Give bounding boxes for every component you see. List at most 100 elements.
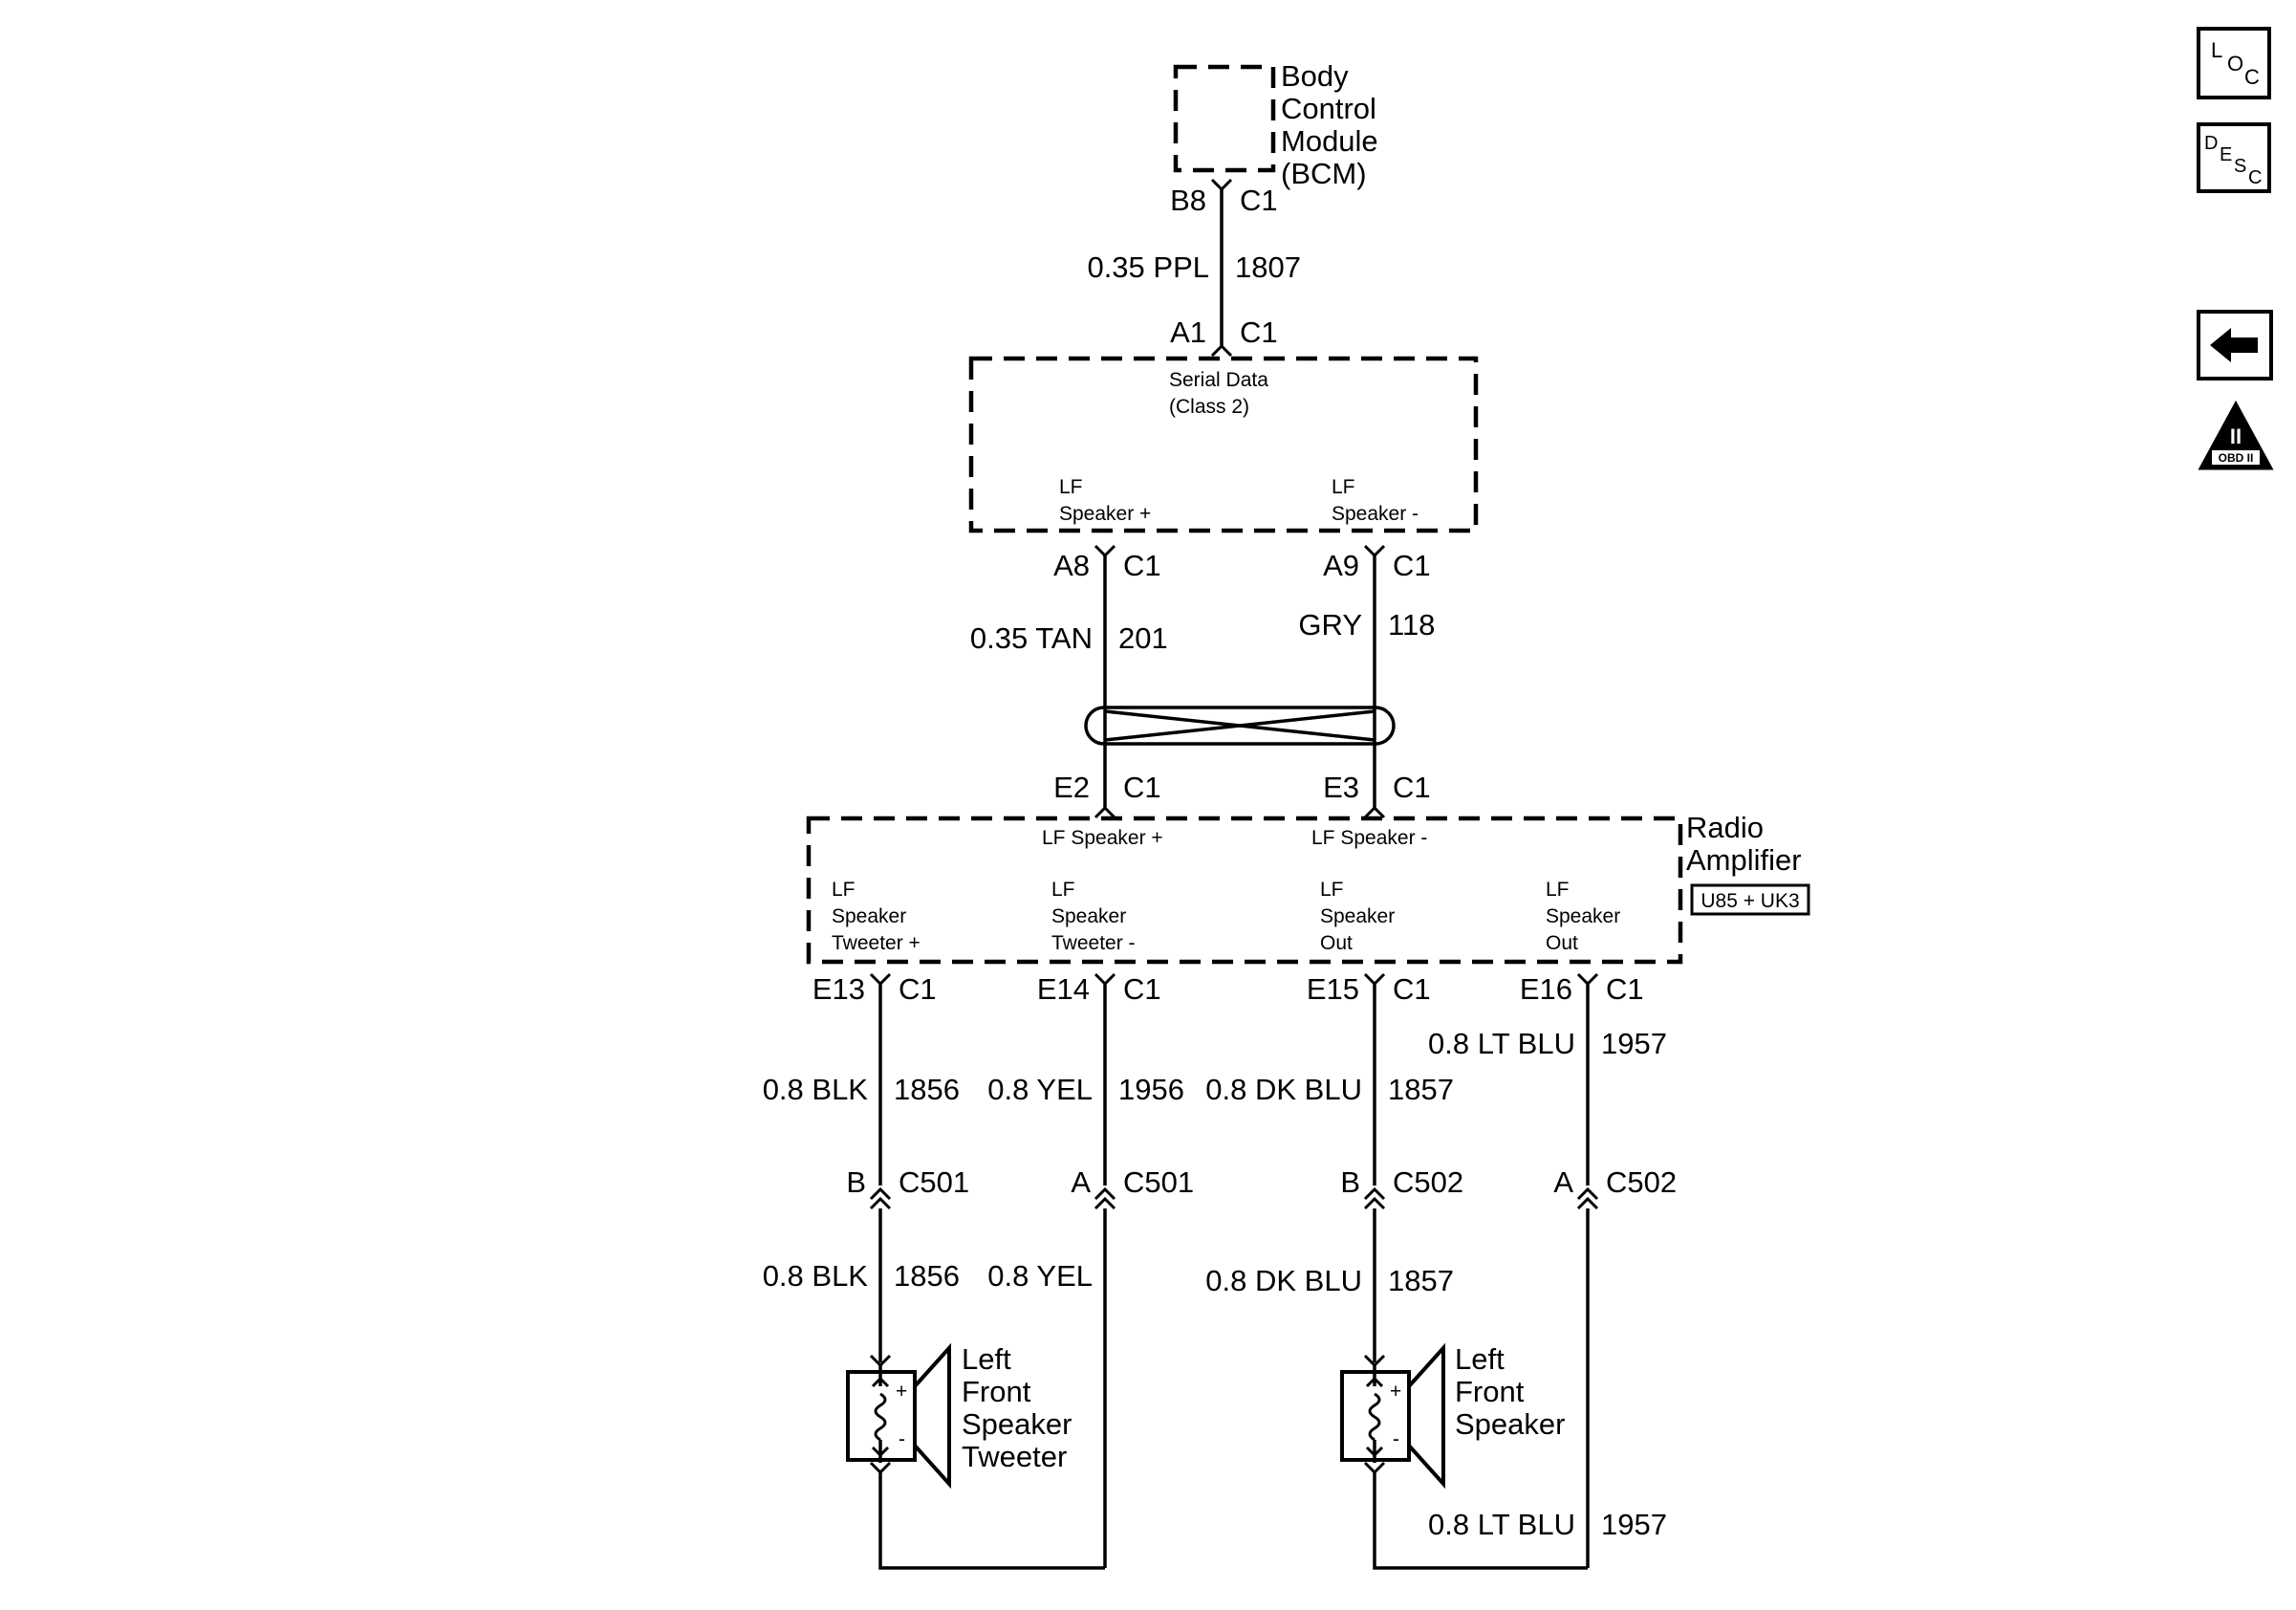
radio-outline bbox=[968, 356, 1479, 533]
bcm-outline bbox=[1173, 64, 1276, 173]
wire-1957-circuit: 1957 bbox=[1601, 1027, 1667, 1060]
tweeter-minus-arrow bbox=[871, 1446, 890, 1458]
amp-out-2-connector-symbol bbox=[1094, 972, 1116, 987]
obd-ii-label: OBD II bbox=[2219, 451, 2254, 465]
radio-serial-label-1: Serial Data bbox=[1169, 369, 1268, 391]
wire-1856-circuit: 1856 bbox=[894, 1073, 960, 1106]
speaker-front: + - Left Front Speaker bbox=[1340, 1342, 1588, 1570]
radio-lf-plus-conn: C1 bbox=[1123, 549, 1161, 582]
c502-a-symbol bbox=[1576, 1186, 1599, 1210]
amp-in-plus-connector-symbol bbox=[1094, 805, 1116, 819]
description-icon-letter-1: D bbox=[2204, 133, 2218, 154]
wire-1807-circuit: 1807 bbox=[1235, 250, 1301, 284]
twist-loop bbox=[1084, 706, 1396, 746]
wire-1956-circuit: 1956 bbox=[1118, 1073, 1184, 1106]
radio-lf-minus-label-2: Speaker - bbox=[1332, 503, 1419, 525]
amp-out-3-conn: C1 bbox=[1393, 972, 1431, 1006]
amp-out-4-label-3: Out bbox=[1546, 932, 1578, 954]
radio-lf-plus-pin: A8 bbox=[1053, 549, 1090, 582]
amp-out-4-label-1: LF bbox=[1546, 879, 1570, 901]
amp-out-2-label-3: Tweeter - bbox=[1051, 932, 1136, 954]
radio-serial-conn: C1 bbox=[1240, 315, 1278, 349]
wire-1857-gauge-color: 0.8 DK BLU bbox=[1205, 1073, 1362, 1106]
radio-lf-minus-label-1: LF bbox=[1332, 476, 1355, 498]
c502-b-symbol bbox=[1363, 1186, 1386, 1210]
tweeter-plus-arrow bbox=[871, 1376, 890, 1388]
twisted-pair: 0.35 TAN 201 GRY 118 bbox=[970, 555, 1435, 808]
wire-1957-gauge-color: 0.8 LT BLU bbox=[1428, 1027, 1575, 1060]
inline-connector-c502-b: B C502 bbox=[1340, 1165, 1463, 1210]
wire-1956-lower-gauge-color: 0.8 YEL bbox=[987, 1259, 1093, 1293]
tweeter-name-line-4: Tweeter bbox=[962, 1440, 1067, 1473]
amp-out-1-label-2: Speaker bbox=[832, 905, 906, 927]
bcm-pin: B8 bbox=[1170, 184, 1206, 217]
radio-lf-minus-connector-symbol bbox=[1363, 544, 1386, 558]
c501-a-symbol bbox=[1094, 1186, 1116, 1210]
option-badge: U85 + UK3 bbox=[1700, 890, 1799, 912]
c501-b-pin: B bbox=[846, 1165, 866, 1199]
amp-in-minus-conn: C1 bbox=[1393, 771, 1431, 804]
speaker-name-line-3: Speaker bbox=[1455, 1407, 1565, 1441]
amplifier-name-line-2: Amplifier bbox=[1686, 843, 1802, 877]
speaker-minus-arrow bbox=[1365, 1446, 1384, 1458]
amp-in-plus-label: LF Speaker + bbox=[1042, 827, 1163, 849]
radio-lf-minus-pin: A9 bbox=[1323, 549, 1359, 582]
location-icon-letter-3: C bbox=[2244, 65, 2260, 89]
wire-1957-lower-gauge-color: 0.8 LT BLU bbox=[1428, 1508, 1575, 1541]
tweeter-cone bbox=[913, 1342, 951, 1490]
output-wires: 0.8 BLK 1856 0.8 YEL 1956 0.8 DK BLU 185… bbox=[763, 984, 1677, 1568]
location-icon-letter-2: O bbox=[2227, 52, 2243, 76]
amp-out-2-conn: C1 bbox=[1123, 972, 1161, 1006]
radio: A1 C1 Serial Data (Class 2) LF Speaker +… bbox=[968, 315, 1479, 582]
radio-serial-label-2: (Class 2) bbox=[1169, 396, 1249, 418]
obd-ii-roman: II bbox=[2230, 424, 2242, 448]
amp-out-3-connector-symbol bbox=[1363, 972, 1386, 987]
amp-out-1-connector-symbol bbox=[869, 972, 892, 987]
radio-lf-minus-conn: C1 bbox=[1393, 549, 1431, 582]
wire-1856-lower-gauge-color: 0.8 BLK bbox=[763, 1259, 869, 1293]
amp-in-plus-pin: E2 bbox=[1053, 771, 1090, 804]
speaker-name-line-1: Left bbox=[1455, 1342, 1505, 1376]
back-arrow-icon[interactable] bbox=[2197, 310, 2273, 381]
obd-ii-label-box bbox=[2212, 450, 2260, 465]
c501-a-pin: A bbox=[1071, 1165, 1091, 1199]
speaker-return-wire bbox=[1373, 1472, 1588, 1570]
bcm-name-line-3: Module bbox=[1281, 124, 1378, 158]
location-icon[interactable]: L O C bbox=[2197, 27, 2271, 99]
twist-cross-2 bbox=[1104, 709, 1375, 742]
tweeter-name-line-2: Front bbox=[962, 1375, 1031, 1408]
speaker-coil bbox=[1368, 1392, 1381, 1442]
radio-lf-plus-label-1: LF bbox=[1059, 476, 1083, 498]
amp-out-1-label-1: LF bbox=[832, 879, 856, 901]
body-control-module: Body Control Module (BCM) B8 C1 bbox=[1170, 59, 1378, 217]
wire-201-circuit: 201 bbox=[1118, 621, 1168, 655]
description-icon[interactable]: D E S C bbox=[2197, 122, 2271, 193]
tweeter-return-wire bbox=[878, 1472, 1105, 1570]
description-icon-letter-2: E bbox=[2220, 144, 2232, 165]
radio-lf-plus-connector-symbol bbox=[1094, 544, 1116, 558]
amp-out-4-pin: E16 bbox=[1520, 972, 1572, 1006]
amp-out-4-conn: C1 bbox=[1606, 972, 1644, 1006]
location-icon-letter-1: L bbox=[2211, 38, 2222, 62]
bcm-name-line-1: Body bbox=[1281, 59, 1349, 93]
speaker-name-line-2: Front bbox=[1455, 1375, 1525, 1408]
obd-ii-icon[interactable]: II OBD II bbox=[2198, 400, 2274, 470]
amp-out-3-label-2: Speaker bbox=[1320, 905, 1395, 927]
wire-201-gauge-color: 0.35 TAN bbox=[970, 621, 1093, 655]
radio-amplifier: E2 C1 E3 C1 Radio Amplifier U85 + UK3 LF… bbox=[806, 771, 1810, 1006]
wire-1957-lower-circuit: 1957 bbox=[1601, 1508, 1667, 1541]
amp-out-2-label-2: Speaker bbox=[1051, 905, 1126, 927]
amp-out-1-label-3: Tweeter + bbox=[832, 932, 921, 954]
amp-out-3-label-1: LF bbox=[1320, 879, 1344, 901]
wire-1856-lower-circuit: 1856 bbox=[894, 1259, 960, 1293]
bcm-serial-wire: 0.35 PPL 1807 bbox=[1087, 189, 1301, 346]
speaker-minus-sign: - bbox=[1393, 1428, 1399, 1450]
c501-b-symbol bbox=[869, 1186, 892, 1210]
c501-a-conn: C501 bbox=[1123, 1165, 1194, 1199]
back-arrow-glyph bbox=[2210, 328, 2258, 362]
speaker-minus-connector bbox=[1363, 1461, 1386, 1475]
speaker-cone bbox=[1407, 1342, 1445, 1490]
radio-serial-pin: A1 bbox=[1170, 315, 1206, 349]
amplifier-name-line-1: Radio bbox=[1686, 811, 1764, 844]
